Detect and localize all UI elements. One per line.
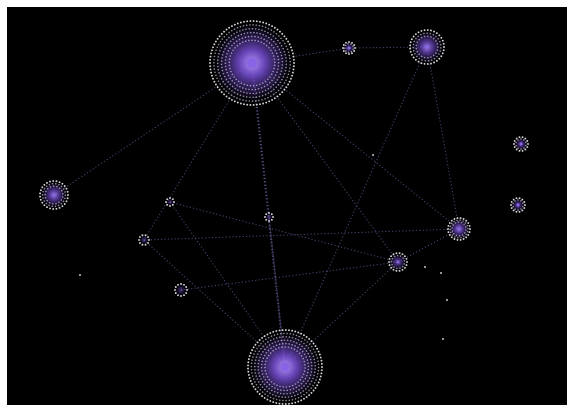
edge-node-left-mid-node-center-right xyxy=(169,201,399,263)
stray-node-dot xyxy=(445,298,449,302)
node-node-far-right-upper xyxy=(513,136,529,152)
edge-hub-top-right-hub-right xyxy=(426,46,460,230)
node-glow xyxy=(166,198,174,206)
node-core xyxy=(457,227,461,231)
stray-node-dot xyxy=(371,153,375,157)
edge-node-lower-left-node-center-right xyxy=(180,261,399,291)
node-node-left-mid xyxy=(165,197,175,207)
node-core xyxy=(396,260,400,264)
network-graph-canvas xyxy=(7,7,567,405)
node-glow xyxy=(175,284,187,296)
node-node-center-left xyxy=(138,234,150,246)
node-core xyxy=(519,142,523,146)
node-hub-top-right xyxy=(409,29,445,65)
edge-node-center-left-hub-right xyxy=(143,228,460,241)
node-node-lower-left xyxy=(174,283,188,297)
node-hub-right xyxy=(447,217,471,241)
edge-hub-top-hub-right xyxy=(251,62,460,230)
node-node-top-mid xyxy=(342,41,356,55)
edge-node-center-hub-bottom xyxy=(268,216,286,368)
node-core xyxy=(516,203,520,207)
node-core xyxy=(424,44,430,50)
node-node-far-right-lower xyxy=(510,197,526,213)
node-node-center xyxy=(264,212,274,222)
edge-node-center-right-hub-right xyxy=(397,228,460,263)
nodes-layer xyxy=(39,20,529,405)
network-graph xyxy=(39,20,529,405)
node-node-center-right xyxy=(388,252,408,272)
node-hub-left xyxy=(39,180,69,210)
stray-node-dot xyxy=(423,265,427,269)
node-hub-top xyxy=(209,20,295,106)
edge-hub-top-right-hub-bottom xyxy=(284,46,428,368)
node-glow xyxy=(265,213,273,221)
node-glow xyxy=(139,235,149,245)
node-core xyxy=(246,57,258,69)
stray-node-dot xyxy=(78,273,82,277)
node-core xyxy=(52,193,56,197)
stray-node-dot xyxy=(439,271,443,275)
node-core xyxy=(347,46,351,50)
edge-node-center-left-hub-bottom xyxy=(143,239,286,368)
edge-hub-top-hub-left xyxy=(53,62,253,196)
edge-hub-top-node-top-mid xyxy=(251,47,350,64)
stray-node-dot xyxy=(441,337,445,341)
node-hub-bottom xyxy=(247,329,323,405)
node-core xyxy=(280,362,290,372)
